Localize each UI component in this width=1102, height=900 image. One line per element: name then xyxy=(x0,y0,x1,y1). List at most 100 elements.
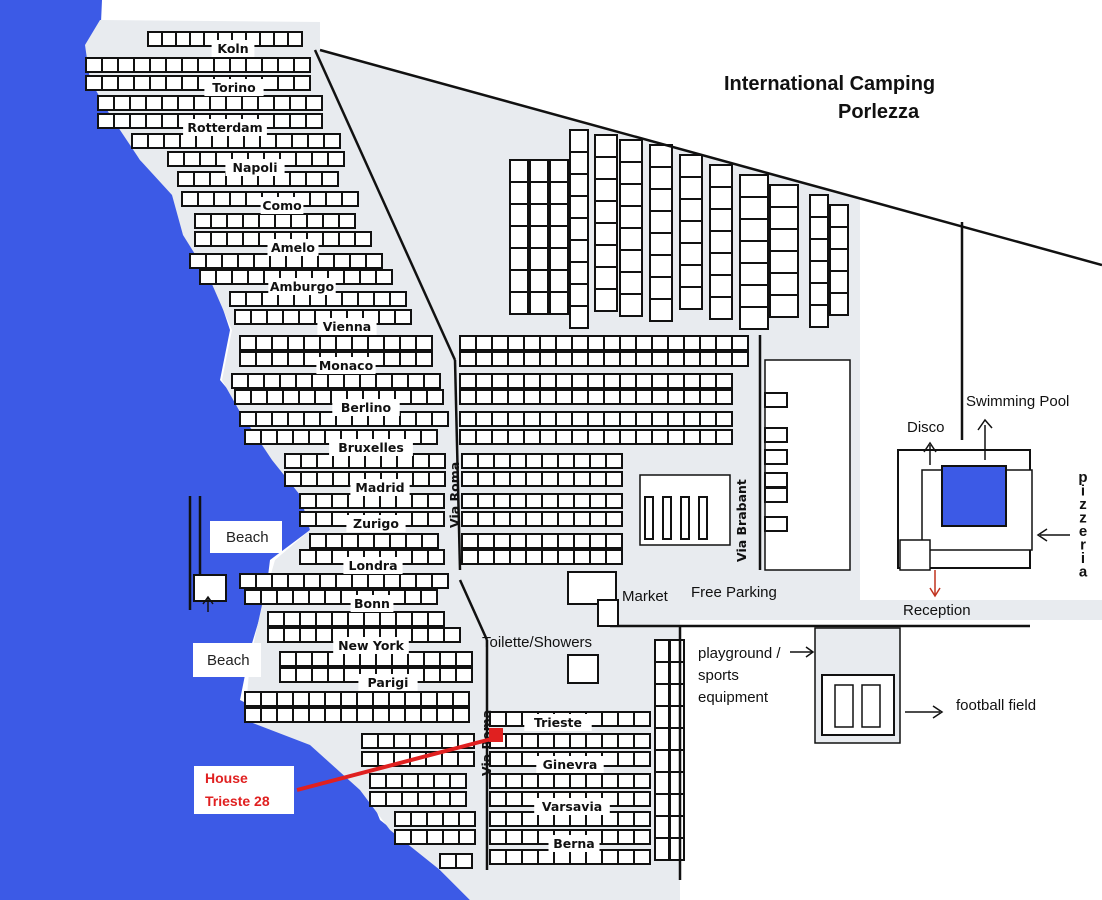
pitch xyxy=(507,335,525,351)
pitch xyxy=(423,667,441,683)
pitch xyxy=(316,453,334,469)
pitch xyxy=(477,493,495,509)
pitch xyxy=(493,533,511,549)
pitch xyxy=(129,113,147,129)
pitch xyxy=(431,411,449,427)
pitch xyxy=(244,429,262,445)
pitch xyxy=(341,191,359,207)
pitch xyxy=(267,611,285,627)
pitch xyxy=(523,411,541,427)
pitch xyxy=(404,707,422,723)
pitch xyxy=(541,471,559,487)
pitch xyxy=(273,113,291,129)
pitch xyxy=(509,291,529,315)
pitch xyxy=(407,373,425,389)
pitch xyxy=(525,493,543,509)
pitch xyxy=(277,75,295,91)
pitch xyxy=(529,269,549,293)
pitch xyxy=(669,837,685,861)
pitch xyxy=(279,667,297,683)
pitch xyxy=(261,75,279,91)
street-label-bg xyxy=(534,798,610,815)
pitch xyxy=(549,181,569,205)
pitch xyxy=(455,853,473,869)
street-label-bg xyxy=(350,595,394,612)
pitch xyxy=(343,373,361,389)
pitch xyxy=(259,31,275,47)
pitch xyxy=(327,667,345,683)
pitch xyxy=(308,589,326,605)
pitch xyxy=(351,573,369,589)
street-label-bg xyxy=(260,197,304,214)
pitch xyxy=(475,351,493,367)
pitch xyxy=(161,31,177,47)
pitch xyxy=(276,707,294,723)
pitch xyxy=(489,791,507,807)
pitch xyxy=(209,95,227,111)
street-label-trieste: Trieste xyxy=(534,715,582,730)
pitch xyxy=(420,589,438,605)
pitch xyxy=(299,627,317,643)
pitch xyxy=(411,493,429,509)
pitch xyxy=(426,829,444,845)
street-label-new-york: New York xyxy=(338,638,404,653)
pitch xyxy=(549,291,569,315)
pitch xyxy=(594,178,618,202)
pitch xyxy=(493,453,511,469)
pitch xyxy=(225,95,243,111)
street-label-bg xyxy=(329,439,413,456)
pitch xyxy=(505,849,523,865)
pitch xyxy=(131,133,149,149)
pitch xyxy=(97,113,115,129)
pitch xyxy=(605,549,623,565)
pitch xyxy=(633,849,651,865)
pitch xyxy=(549,203,569,227)
pitch xyxy=(145,95,163,111)
pitch xyxy=(731,351,749,367)
pitch xyxy=(258,213,276,229)
pitch xyxy=(633,751,651,767)
pitch xyxy=(769,184,799,208)
pitch xyxy=(299,511,317,527)
street-label-bonn: Bonn xyxy=(354,596,390,611)
pitch xyxy=(569,261,589,285)
pitch xyxy=(459,373,477,389)
pitch xyxy=(539,351,557,367)
boat-house xyxy=(193,574,227,602)
pitch xyxy=(541,549,559,565)
pitch xyxy=(651,389,669,405)
pitch xyxy=(215,269,233,285)
pitch xyxy=(585,733,603,749)
pitch xyxy=(769,272,799,296)
pitch xyxy=(243,133,261,149)
pitch xyxy=(619,271,643,295)
swimming-pool-label: Swimming Pool xyxy=(966,393,1069,410)
pitch xyxy=(541,493,559,509)
pitch xyxy=(769,206,799,230)
pitch xyxy=(411,627,429,643)
pitch xyxy=(193,171,211,187)
pitch xyxy=(529,225,549,249)
pitch xyxy=(633,791,651,807)
pitch xyxy=(388,707,406,723)
pitch xyxy=(461,511,479,527)
pitch xyxy=(439,853,457,869)
pitch xyxy=(619,373,637,389)
pitch xyxy=(300,471,318,487)
pitch xyxy=(253,253,271,269)
pitch xyxy=(507,411,525,427)
pitch xyxy=(314,389,332,405)
pitch xyxy=(649,144,673,168)
pitch xyxy=(244,589,262,605)
pitch xyxy=(260,589,278,605)
pitch xyxy=(461,471,479,487)
street-label-bg xyxy=(225,159,285,176)
pitch xyxy=(491,335,509,351)
pitch xyxy=(505,829,523,845)
pitch xyxy=(619,351,637,367)
street-label-koln: Koln xyxy=(217,41,248,56)
pitch xyxy=(605,493,623,509)
pitch xyxy=(669,705,685,729)
pitch xyxy=(683,335,701,351)
pitch xyxy=(619,205,643,229)
